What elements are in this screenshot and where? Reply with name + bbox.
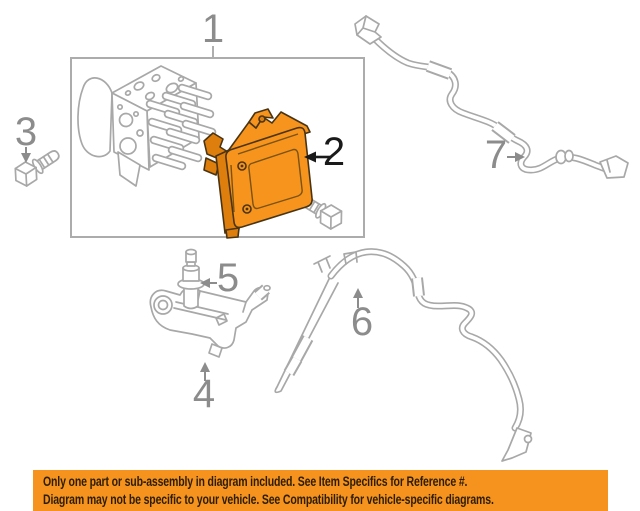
callout-2: 2 xyxy=(322,130,346,174)
harness6-sensor-head xyxy=(501,427,532,462)
insulator-part5 xyxy=(177,248,205,310)
wire-harness-part6 xyxy=(274,248,533,462)
callout-6: 6 xyxy=(350,300,374,344)
banner-line-1: Only one part or sub-assembly in diagram… xyxy=(43,474,468,489)
abs-pump-ports xyxy=(145,83,217,171)
harness6-clip xyxy=(313,255,331,273)
harness6-clip xyxy=(343,251,358,265)
callout-arrows xyxy=(21,147,525,381)
wire-harness-part7 xyxy=(354,15,629,179)
harness7-end-fitting xyxy=(599,155,629,179)
callout-4: 4 xyxy=(192,372,216,416)
bolt-part3 xyxy=(14,150,60,187)
callout-3: 3 xyxy=(14,110,38,154)
callout-7: 7 xyxy=(484,133,508,177)
disclaimer-banner: Only one part or sub-assembly in diagram… xyxy=(33,470,608,511)
part1-box xyxy=(70,57,365,238)
callout-5: 5 xyxy=(216,256,240,300)
callout-1: 1 xyxy=(201,7,225,51)
abs-control-module xyxy=(203,108,313,239)
abs-pump-assembly xyxy=(77,65,217,187)
mounting-bracket-part4 xyxy=(149,284,271,358)
banner-line-2: Diagram may not be specific to your vehi… xyxy=(43,492,494,507)
